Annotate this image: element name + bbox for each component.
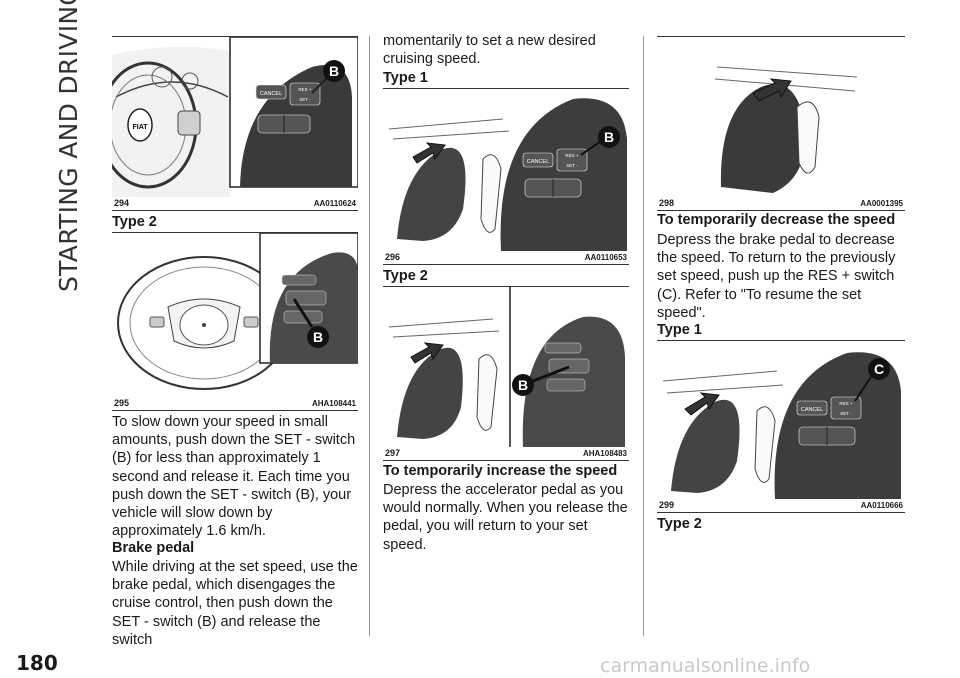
cancel-label: CANCEL (260, 91, 282, 97)
set-label: SET - (840, 411, 852, 416)
slow-down-text: To slow down your speed in small amounts… (112, 414, 356, 540)
type1-heading: Type 1 (657, 322, 702, 338)
figure-297-illustration: B (388, 287, 625, 447)
section-title: STARTING AND DRIVING (54, 0, 83, 292)
callout-b: B (313, 329, 323, 345)
figure-296-caption: 296 AA0110653 (383, 251, 629, 265)
figure-code: AA0110624 (313, 199, 356, 208)
figure-294: FIAT CANCEL RES + SET - B 294 AA0110624 (112, 36, 358, 212)
figure-number: 299 (659, 500, 675, 510)
figure-295-caption: 295 AHA108441 (112, 397, 358, 411)
column-divider-2 (643, 36, 644, 636)
figure-296-illustration: CANCEL RES + SET - B (388, 98, 627, 251)
page-number: 180 (16, 651, 58, 675)
cancel-label: CANCEL (527, 159, 549, 165)
figure-number: 297 (385, 448, 401, 458)
callout-b: B (329, 63, 339, 79)
column-divider-1 (369, 36, 370, 636)
watermark: carmanualsonline.info (600, 655, 811, 677)
figure-299: CANCEL RES + SET - C 299 AA0110666 (657, 340, 905, 514)
figure-number: 296 (385, 252, 401, 262)
figure-296: CANCEL RES + SET - B 296 AA0110653 (383, 88, 629, 266)
brake-pedal-text: While driving at the set speed, use the … (112, 559, 358, 648)
figure-294-illustration: FIAT CANCEL RES + SET - B (112, 37, 358, 197)
callout-b: B (518, 377, 528, 393)
figure-code: AA0110653 (584, 253, 627, 262)
figure-295-illustration: B (117, 233, 358, 390)
type2-heading: Type 2 (383, 268, 428, 284)
continued-text: momentarily to set a new desired cruisin… (383, 33, 596, 68)
decrease-speed-text: Depress the brake pedal to decrease the … (657, 232, 896, 321)
figure-299-caption: 299 AA0110666 (657, 499, 905, 513)
figure-number: 298 (659, 198, 675, 208)
figure-294-caption: 294 AA0110624 (112, 197, 358, 211)
increase-speed-heading: To temporarily increase the speed (383, 463, 618, 479)
type1-heading: Type 1 (383, 70, 428, 86)
increase-speed-text: Depress the accelerator pedal as you wou… (383, 482, 628, 553)
res-label: RES + (565, 153, 579, 158)
res-label: RES + (298, 87, 312, 92)
res-label: RES + (839, 401, 853, 406)
figure-298-caption: 298 AA0001395 (657, 197, 905, 211)
callout-b: B (604, 129, 614, 145)
fiat-logo-text: FIAT (132, 124, 148, 131)
brake-pedal-heading: Brake pedal (112, 540, 195, 556)
set-label: SET - (566, 163, 578, 168)
callout-c: C (874, 361, 884, 377)
figure-number: 294 (114, 198, 130, 208)
set-label: SET - (299, 97, 311, 102)
type2-heading: Type 2 (112, 214, 157, 230)
figure-295: B 295 AHA108441 (112, 232, 358, 411)
figure-code: AHA108441 (311, 399, 356, 408)
type2-heading: Type 2 (657, 516, 702, 532)
figure-297-caption: 297 AHA108483 (383, 447, 629, 461)
figure-number: 295 (114, 398, 130, 408)
figure-299-illustration: CANCEL RES + SET - C (662, 352, 901, 499)
figure-code: AA0110666 (860, 501, 903, 510)
figure-298: 298 AA0001395 (657, 36, 905, 212)
figure-code: AA0001395 (860, 199, 903, 208)
figure-297: B 297 AHA108483 (383, 286, 629, 462)
decrease-speed-heading: To temporarily decrease the speed (657, 212, 896, 228)
figure-298-illustration (714, 66, 858, 193)
figure-code: AHA108483 (582, 449, 627, 458)
cancel-label: CANCEL (801, 407, 823, 413)
